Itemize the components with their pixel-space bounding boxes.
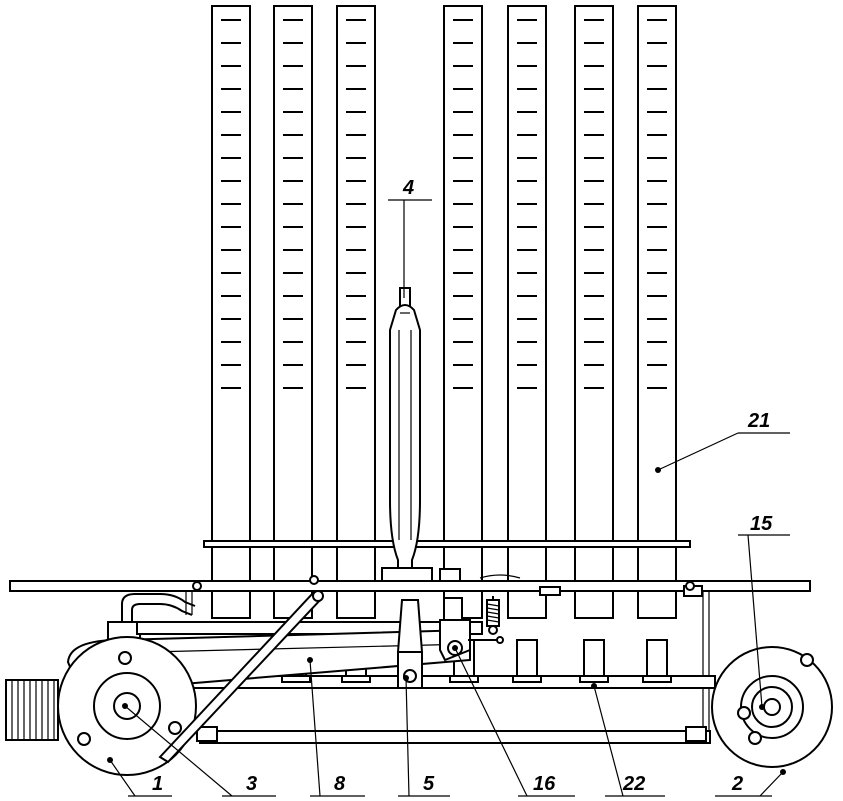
callout-16: 16 <box>533 773 556 795</box>
plate-details <box>185 567 710 732</box>
callout-8: 8 <box>334 773 346 795</box>
callout-4: 4 <box>402 177 414 199</box>
callout-21: 21 <box>747 410 770 432</box>
tube-5 <box>507 5 547 619</box>
graduated-tubes <box>211 5 677 619</box>
tube-1 <box>211 5 251 619</box>
callout-5: 5 <box>423 773 435 795</box>
tube-2 <box>273 5 313 619</box>
spring <box>486 596 500 635</box>
tube-6 <box>574 5 614 619</box>
leader-lines <box>109 199 790 797</box>
tube-7 <box>637 5 677 619</box>
right-disc <box>711 646 833 768</box>
clamp <box>396 599 424 689</box>
callout-3: 3 <box>246 773 257 795</box>
tube-3 <box>336 5 376 619</box>
diagonal-strut <box>158 590 324 764</box>
callout-22: 22 <box>622 773 645 795</box>
upper-plate <box>203 540 691 548</box>
tube-4 <box>443 5 483 619</box>
callout-1: 1 <box>152 773 163 795</box>
callout-labels: 4 21 15 1 3 8 5 16 22 2 <box>152 177 773 795</box>
latch <box>439 597 504 662</box>
leader-dots <box>107 467 786 775</box>
callout-2: 2 <box>731 773 743 795</box>
central-float <box>389 287 421 586</box>
callout-15: 15 <box>750 513 773 535</box>
